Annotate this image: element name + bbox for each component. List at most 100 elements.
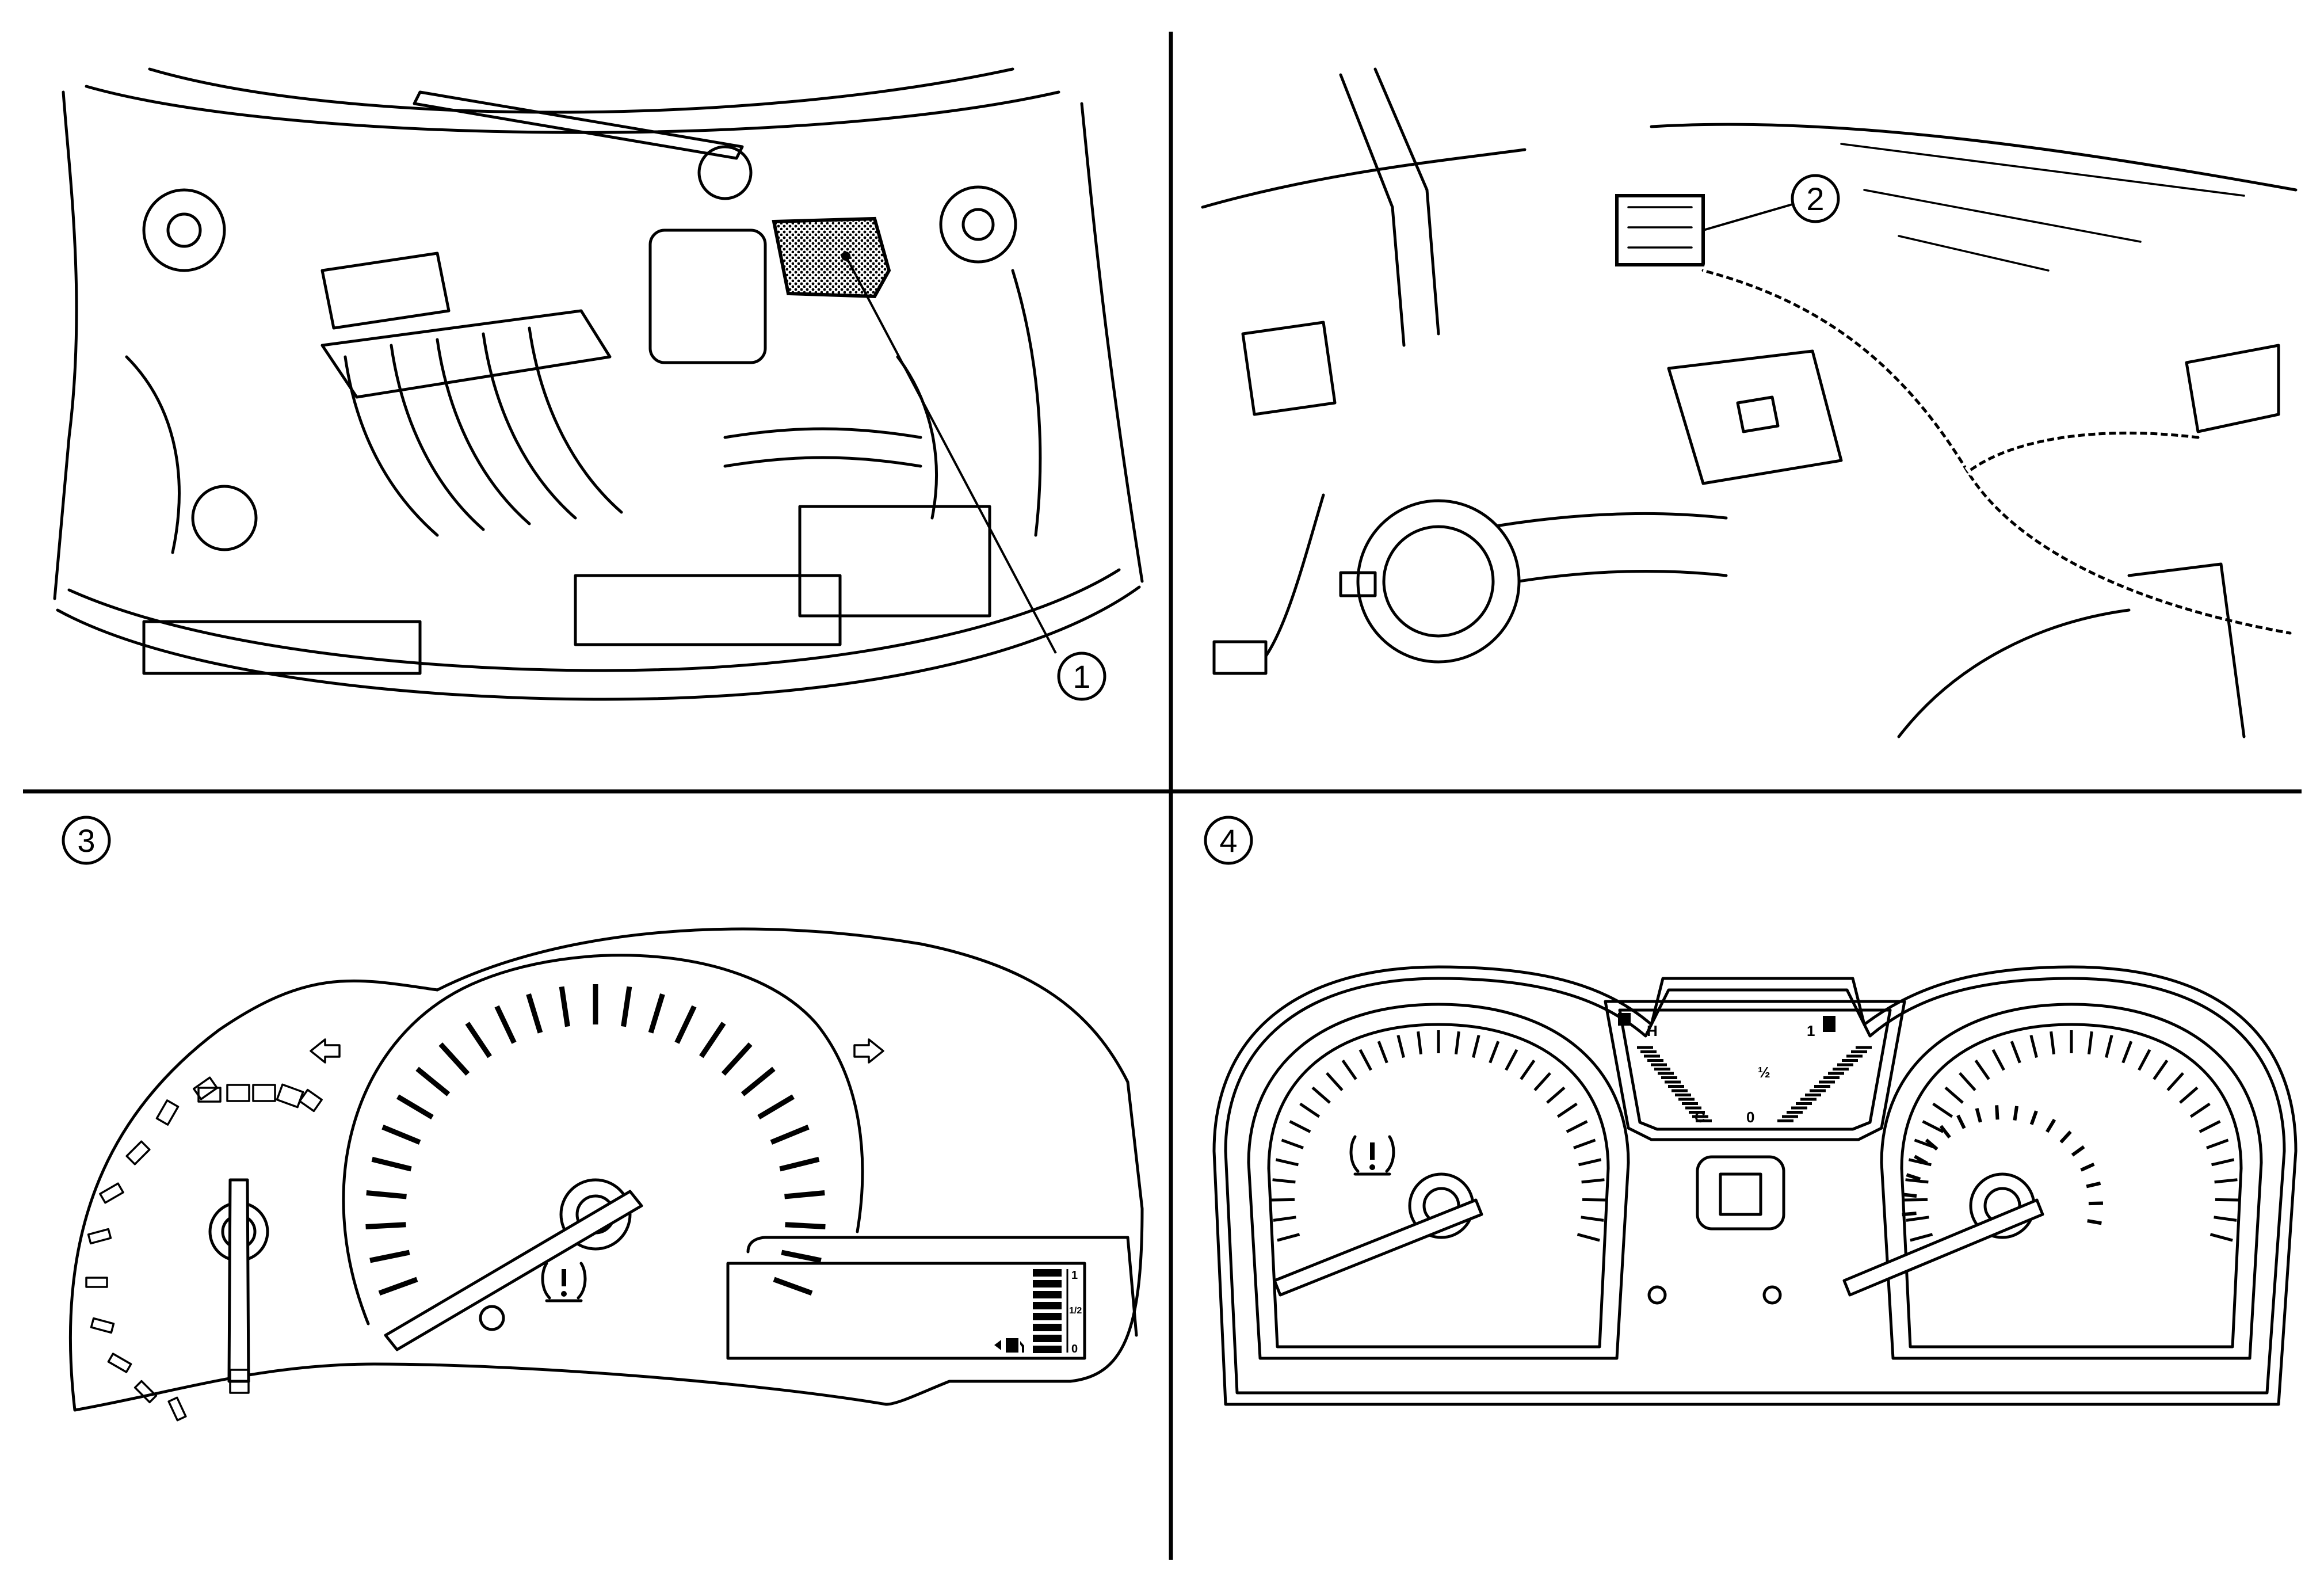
speedometer-tick-b <box>1277 1233 1300 1242</box>
fuel-half-label: 1/2 <box>1069 1306 1082 1316</box>
tachometer-tick-b <box>2153 1060 2169 1080</box>
speedometer-tick-b <box>1377 1041 1388 1064</box>
fuel-empty-label: 0 <box>1071 1343 1078 1355</box>
speedometer-tick <box>621 986 632 1027</box>
tpms-warning-icon-b <box>1349 1135 1395 1176</box>
tachometer-tick-b <box>2215 1198 2238 1202</box>
speedometer-tick <box>378 1277 418 1296</box>
tachometer-gauge <box>1762 1003 2263 1360</box>
speedometer-tick <box>648 993 665 1034</box>
speedometer-tick <box>699 1022 726 1058</box>
temp-hot-label: H <box>1647 1022 1658 1039</box>
tachometer-tick-b <box>2029 1035 2038 1058</box>
speedometer-tick-b <box>1358 1049 1372 1071</box>
tachometer-tick-b <box>1944 1086 1964 1104</box>
speedometer-tick <box>465 1022 492 1058</box>
tachometer-tick-b <box>2138 1049 2151 1071</box>
tachometer-tick-b <box>2166 1072 2184 1091</box>
turn-signal-right-icon <box>853 1038 884 1064</box>
tachometer-inner-tick <box>2086 1181 2101 1189</box>
speedometer-tick <box>381 1125 421 1145</box>
speedometer-tick <box>674 1005 697 1044</box>
speedometer-tick-b <box>1472 1035 1480 1058</box>
tachometer-tick-b <box>2121 1041 2133 1064</box>
tachometer-inner-tick <box>2013 1106 2019 1121</box>
fuel-bar-gauge: 1 1/2 0 <box>994 1269 1082 1355</box>
fuel-pump-icon-b <box>1823 1016 1835 1032</box>
quadrant-dividers <box>23 32 2302 1560</box>
panel-1-engine-compartment: 1 <box>53 67 1144 701</box>
speedometer-tick <box>369 1250 410 1263</box>
speedometer-tick <box>526 993 543 1034</box>
coolant-temp-icon <box>1618 1013 1631 1026</box>
speedometer-tick <box>396 1094 434 1120</box>
tachometer <box>85 1076 323 1422</box>
tachometer-inner-tick <box>2087 1219 2102 1225</box>
callout-2: 2 <box>1806 181 1824 217</box>
tachometer-inner-tick <box>1956 1114 1966 1129</box>
tachometer-inner-tick <box>1925 1138 1938 1151</box>
speedometer-tick-b <box>1272 1178 1296 1184</box>
tachometer-inner-tick <box>2059 1130 2072 1144</box>
speedometer-tick <box>721 1042 753 1076</box>
speedometer-tick-b <box>1566 1120 1588 1133</box>
tachometer-inner-tick <box>2088 1201 2104 1206</box>
speedometer-tick-b <box>1454 1031 1460 1055</box>
tachometer-inner-tick <box>1914 1155 1928 1165</box>
speedometer-tick <box>784 1190 825 1199</box>
tachometer-tick-b <box>2211 1158 2235 1167</box>
speedometer-tick-b <box>1326 1072 1344 1091</box>
speedometer <box>342 954 864 1351</box>
tachometer-tick-b <box>1932 1102 1953 1118</box>
speedometer-tick-b <box>1581 1178 1605 1184</box>
speedometer-tick-b <box>1275 1158 1299 1167</box>
speedometer-tick-b <box>1341 1060 1357 1080</box>
tachometer-tick-b <box>2209 1233 2233 1242</box>
connector-2 <box>1615 194 1705 266</box>
fuel-full-label: 1 <box>1071 1269 1078 1282</box>
speedometer-tick <box>757 1094 795 1120</box>
center-temp-fuel-display: H C 1 ½ 0 <box>1604 1000 1906 1231</box>
speedometer-tick-b <box>1577 1233 1600 1242</box>
speedometer-tick-b <box>1546 1086 1566 1104</box>
tachometer-tick-b <box>2214 1216 2237 1222</box>
tachometer-tick-b <box>2105 1035 2113 1058</box>
speedometer-tick-b <box>1273 1216 1296 1222</box>
tachometer-tick-b <box>1908 1158 1932 1167</box>
tachometer-tick-b <box>2189 1102 2211 1118</box>
tachometer-tick-b <box>1905 1198 1928 1202</box>
speedometer-tick-b <box>1417 1031 1423 1055</box>
turn-signal-left-icon <box>310 1038 341 1064</box>
speedometer-tick-b <box>1556 1102 1578 1118</box>
temp-cold-label: C <box>1695 1109 1705 1126</box>
tachometer-tick-b <box>1991 1049 2005 1071</box>
speedometer-tick-b <box>1272 1198 1295 1202</box>
tachometer-tick-b <box>2087 1031 2093 1055</box>
speedometer-tick-b <box>1489 1041 1500 1064</box>
fuel-empty-label-b: 0 <box>1746 1109 1754 1126</box>
speedometer-tick-b <box>1581 1216 1604 1222</box>
tachometer-tick-b <box>2206 1138 2229 1149</box>
tachometer-tick-b <box>2050 1031 2056 1055</box>
tachometer-tick-b <box>1905 1178 1929 1184</box>
speedometer-tick <box>415 1066 451 1096</box>
tachometer-inner-tick <box>2029 1110 2038 1125</box>
tachometer-tick-b <box>2214 1178 2238 1184</box>
speedometer-tick-b <box>1311 1086 1331 1104</box>
speedometer-tick <box>365 1222 406 1229</box>
tachometer-tick-b <box>2179 1086 2199 1104</box>
highlighted-component-1 <box>772 216 891 299</box>
speedometer-tick <box>773 1277 813 1296</box>
tachometer-inner-tick <box>2080 1162 2095 1172</box>
tachometer-tick-b <box>1959 1072 1976 1091</box>
speedometer-tick-b <box>1299 1102 1321 1118</box>
tachometer-tick-b <box>2010 1041 2021 1064</box>
speedometer-tick-b <box>1281 1138 1304 1149</box>
callout-3: 3 <box>77 822 95 859</box>
speedometer-tick-b <box>1582 1198 1605 1202</box>
callout-4: 4 <box>1219 822 1237 859</box>
tachometer-tick-b <box>1922 1120 1944 1133</box>
speedometer-tick-b <box>1505 1049 1518 1071</box>
speedometer-tick-b <box>1578 1158 1602 1167</box>
speedometer-gauge <box>1247 1003 1667 1360</box>
